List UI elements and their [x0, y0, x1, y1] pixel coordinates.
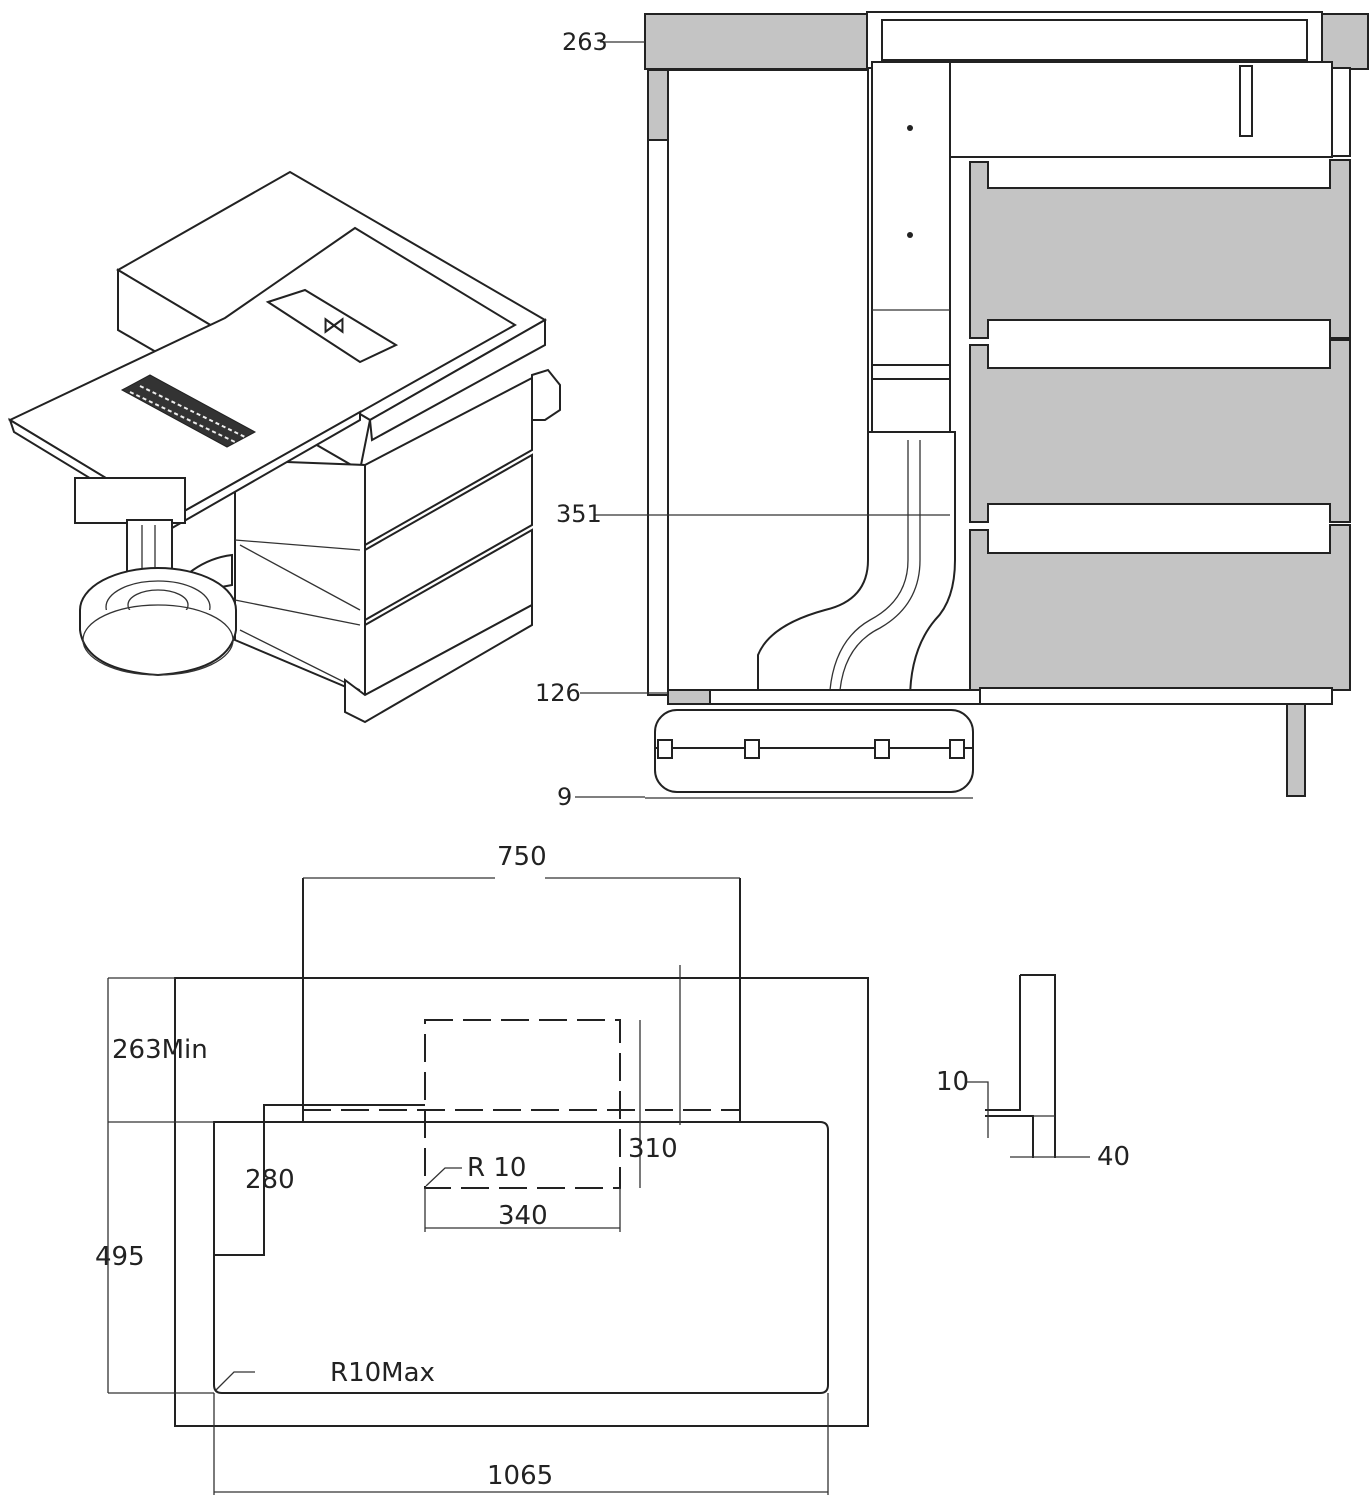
worktop-left [644, 13, 868, 70]
dim-351: 351 [556, 500, 602, 528]
filter-unit [654, 709, 974, 793]
cutout-outline [213, 1121, 829, 1394]
worktop-right [1319, 13, 1369, 70]
worktop-outline [174, 977, 869, 1427]
cabinet-right-face [368, 318, 546, 442]
dim-263min: 263Min [112, 1035, 208, 1065]
dim-40: 40 [1097, 1142, 1130, 1172]
profile-detail: 10 40 [936, 974, 1130, 1172]
drawer-3 [969, 524, 1351, 691]
dim-340: 340 [498, 1201, 548, 1231]
dim-r10: R 10 [467, 1153, 526, 1183]
dim-9: 9 [557, 783, 572, 811]
drawer-2 [969, 339, 1351, 523]
worktop-vent-slot [265, 288, 399, 364]
dim-280: 280 [245, 1165, 295, 1195]
dim-263: 263 [562, 28, 608, 56]
cabinet-leg [1286, 703, 1306, 797]
side-handle [531, 368, 561, 421]
dim-1065: 1065 [487, 1461, 553, 1491]
side-section-view: 263 351 126 9 [535, 11, 1369, 811]
isometric-view: ⋈ [7, 170, 561, 724]
dim-r10max: R10Max [330, 1358, 435, 1388]
dim-10: 10 [936, 1067, 969, 1097]
dim-495: 495 [95, 1242, 145, 1272]
svg-text:⋈: ⋈ [322, 311, 346, 339]
cabinet-plinth [344, 603, 533, 724]
dim-750: 750 [497, 842, 547, 872]
drawer-1 [969, 159, 1351, 339]
dim-310: 310 [628, 1134, 678, 1164]
cutout-plan: 750 263Min 280 495 R 10 340 310 R10Max 1… [95, 842, 869, 1495]
dim-126: 126 [535, 679, 581, 707]
under-hob-box [74, 477, 186, 524]
left-panel [647, 69, 669, 141]
